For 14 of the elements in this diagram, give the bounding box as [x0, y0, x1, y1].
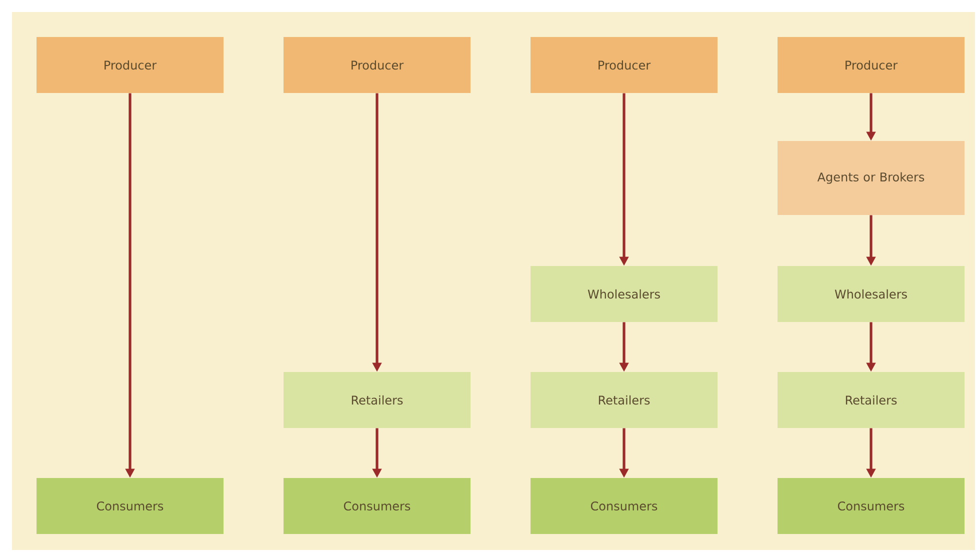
retailer-box: Retailers [778, 372, 964, 428]
producer-box: Producer [530, 37, 718, 93]
consumer-box: Consumers [778, 478, 964, 534]
producer-box: Producer [36, 37, 224, 93]
producer-box: Producer [284, 37, 470, 93]
retailer-box: Retailers [530, 372, 718, 428]
wholesaler-box: Wholesalers [778, 266, 964, 322]
retailer-box: Retailers [284, 372, 470, 428]
agent-box: Agents or Brokers [778, 141, 964, 215]
consumer-box: Consumers [284, 478, 470, 534]
consumer-box: Consumers [530, 478, 718, 534]
consumer-box: Consumers [36, 478, 224, 534]
wholesaler-box: Wholesalers [530, 266, 718, 322]
producer-box: Producer [778, 37, 964, 93]
